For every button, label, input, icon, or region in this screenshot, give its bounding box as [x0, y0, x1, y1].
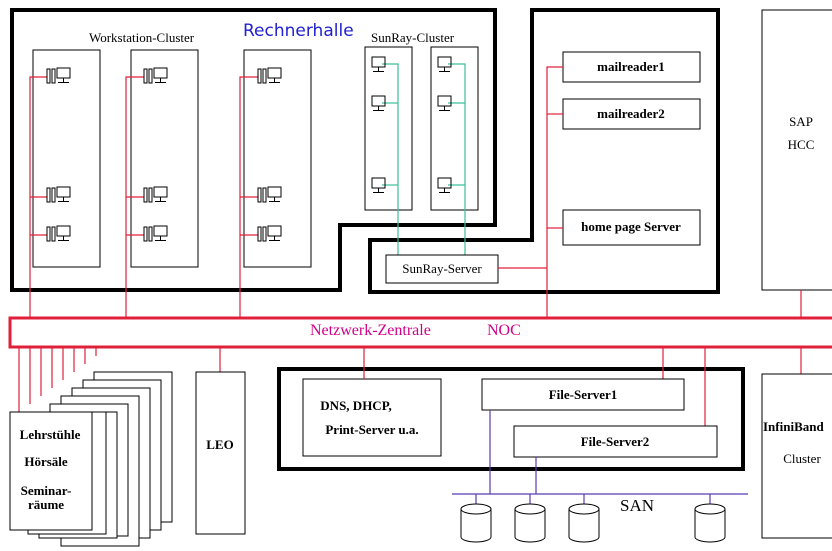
workstation-icon	[257, 67, 282, 84]
workstation-links	[29, 76, 258, 318]
mailreader1-label: mailreader1	[597, 59, 665, 74]
workstation-icon	[46, 67, 71, 84]
workstation-icon	[143, 186, 168, 203]
sap-label-line1: SAP	[789, 114, 813, 129]
san-links	[452, 410, 748, 505]
chairs-label-line4: räume	[27, 497, 65, 512]
sunray-cluster-2	[430, 46, 479, 211]
file-server1-box	[481, 378, 685, 411]
leo-label: LEO	[206, 437, 234, 452]
file-server-links	[363, 347, 802, 426]
leo-box	[195, 371, 246, 535]
mailreader2-label: mailreader2	[597, 106, 665, 121]
sap-label-line2: HCC	[787, 137, 815, 152]
noc-backbone	[8, 316, 832, 349]
mailreader1-box	[562, 51, 701, 83]
san-label: SAN	[620, 496, 655, 515]
infiniband-label-line1: InfiniBand	[763, 419, 824, 434]
file-server2-box	[513, 425, 718, 458]
lower-server-room-outline	[277, 367, 745, 471]
chairs-label-line1: Lehrstühle	[19, 427, 81, 442]
sap-hcc-box	[761, 9, 832, 291]
disk-storage-icon	[568, 503, 600, 543]
chairs-label-line2: Hörsäle	[24, 454, 68, 469]
machine-room-outline	[10, 8, 497, 292]
workstation-icon	[143, 67, 168, 84]
dns-label-line1: DNS, DHCP,	[320, 398, 392, 413]
dns-label-line2: Print-Server u.a.	[325, 422, 419, 437]
workstation-icon	[257, 186, 282, 203]
workstation-icon	[46, 225, 71, 242]
chairs-label-line3: Seminar-	[20, 483, 72, 498]
file-server1-label: File-Server1	[548, 387, 618, 402]
infiniband-box	[761, 373, 832, 539]
workstation-cluster-2	[130, 49, 199, 268]
file-server2-label: File-Server2	[580, 434, 650, 449]
workstation-icon	[257, 225, 282, 242]
dns-dhcp-box	[302, 378, 442, 457]
disk-storage-icon	[514, 503, 546, 543]
disk-storage-icon	[694, 503, 726, 543]
noc-label: Netzwerk-Zentrale	[310, 322, 431, 339]
sunray-cluster-1	[364, 46, 413, 211]
disk-storage-icon	[460, 503, 492, 543]
chairs-link-lines	[18, 347, 97, 412]
chairs-page-stack	[9, 371, 173, 547]
workstation-cluster-label: Workstation-Cluster	[89, 30, 195, 45]
server-links	[498, 66, 802, 318]
homepage-server-label: home page Server	[581, 219, 681, 234]
workstation-icon	[143, 225, 168, 242]
noc-abbr: NOC	[487, 322, 521, 339]
sunray-cluster-label: SunRay-Cluster	[371, 30, 455, 45]
server-room-outline	[368, 8, 720, 294]
sunray-server-box	[385, 254, 499, 284]
workstation-cluster-3	[243, 49, 312, 268]
workstation-cluster-1	[32, 49, 101, 268]
machine-room-title: Rechnerhalle	[243, 21, 354, 41]
infiniband-label-line2: Cluster	[783, 451, 821, 466]
workstation-icon	[46, 186, 71, 203]
sunray-server-label: SunRay-Server	[402, 261, 482, 276]
